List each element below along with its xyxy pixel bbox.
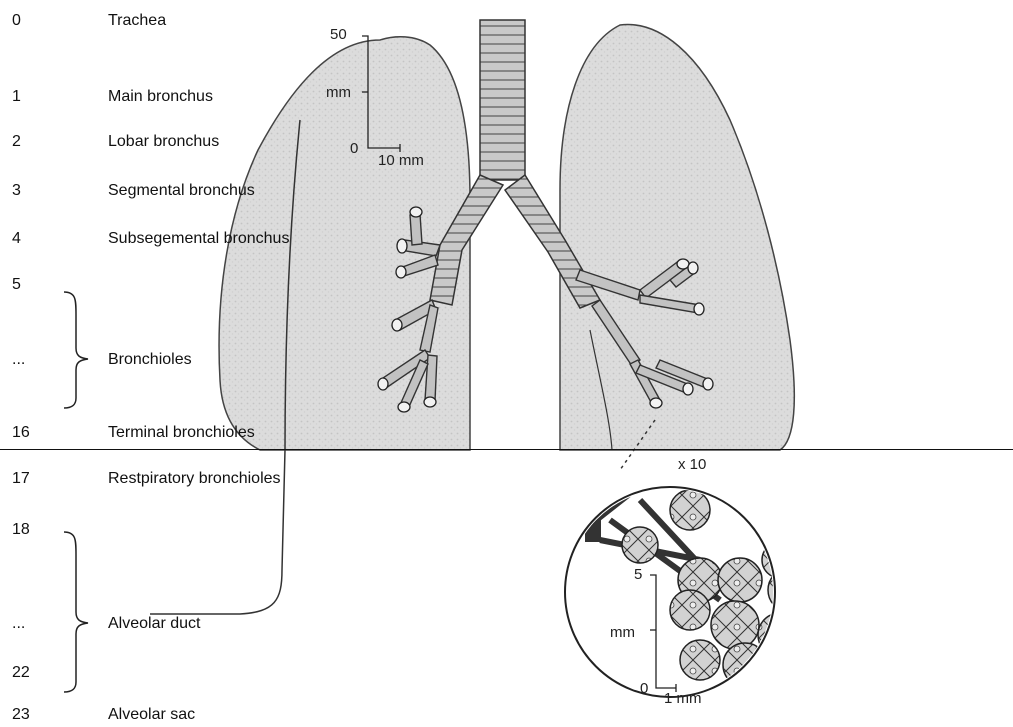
lung-scale-unit: mm (326, 84, 351, 101)
generation-number: 3 (12, 182, 21, 200)
trachea (480, 20, 525, 180)
airway-label: Alveolar duct (108, 615, 201, 633)
lung-scale-width: 10 mm (378, 152, 424, 169)
generation-number: 17 (12, 470, 30, 488)
airway-label: Subsegemental bronchus (108, 230, 289, 248)
generation-number: 23 (12, 706, 30, 724)
generation-number: 18 (12, 521, 30, 539)
alveolar-duct-brace (64, 532, 88, 692)
terminal-divider-line (0, 449, 1013, 450)
airway-label: Bronchioles (108, 351, 192, 369)
inset-scale-bottom: 0 (640, 680, 648, 697)
generation-number: 1 (12, 88, 21, 106)
generation-number: 4 (12, 230, 21, 248)
airway-label: Segmental bronchus (108, 182, 255, 200)
generation-number: ... (12, 615, 25, 633)
generation-number: 5 (12, 276, 21, 294)
airway-label: Terminal bronchioles (108, 424, 255, 442)
generation-number: 2 (12, 133, 21, 151)
airway-label: Restpiratory bronchioles (108, 470, 281, 488)
airway-label: Lobar bronchus (108, 133, 219, 151)
bronchioles-brace (64, 292, 88, 408)
lung-scale-bottom: 0 (350, 140, 358, 157)
inset-magnification: x 10 (678, 456, 706, 473)
inset-scale-top: 5 (634, 566, 642, 583)
airway-label: Main bronchus (108, 88, 213, 106)
generation-number: 22 (12, 664, 30, 682)
generation-number: 16 (12, 424, 30, 442)
inset-scale-unit: mm (610, 624, 635, 641)
airway-label: Trachea (108, 12, 166, 30)
generation-number: ... (12, 351, 25, 369)
inset-scale-width: 1 mm (664, 690, 702, 707)
generation-number: 0 (12, 12, 21, 30)
airway-label: Alveolar sac (108, 706, 195, 724)
lung-scale-top: 50 (330, 26, 347, 43)
